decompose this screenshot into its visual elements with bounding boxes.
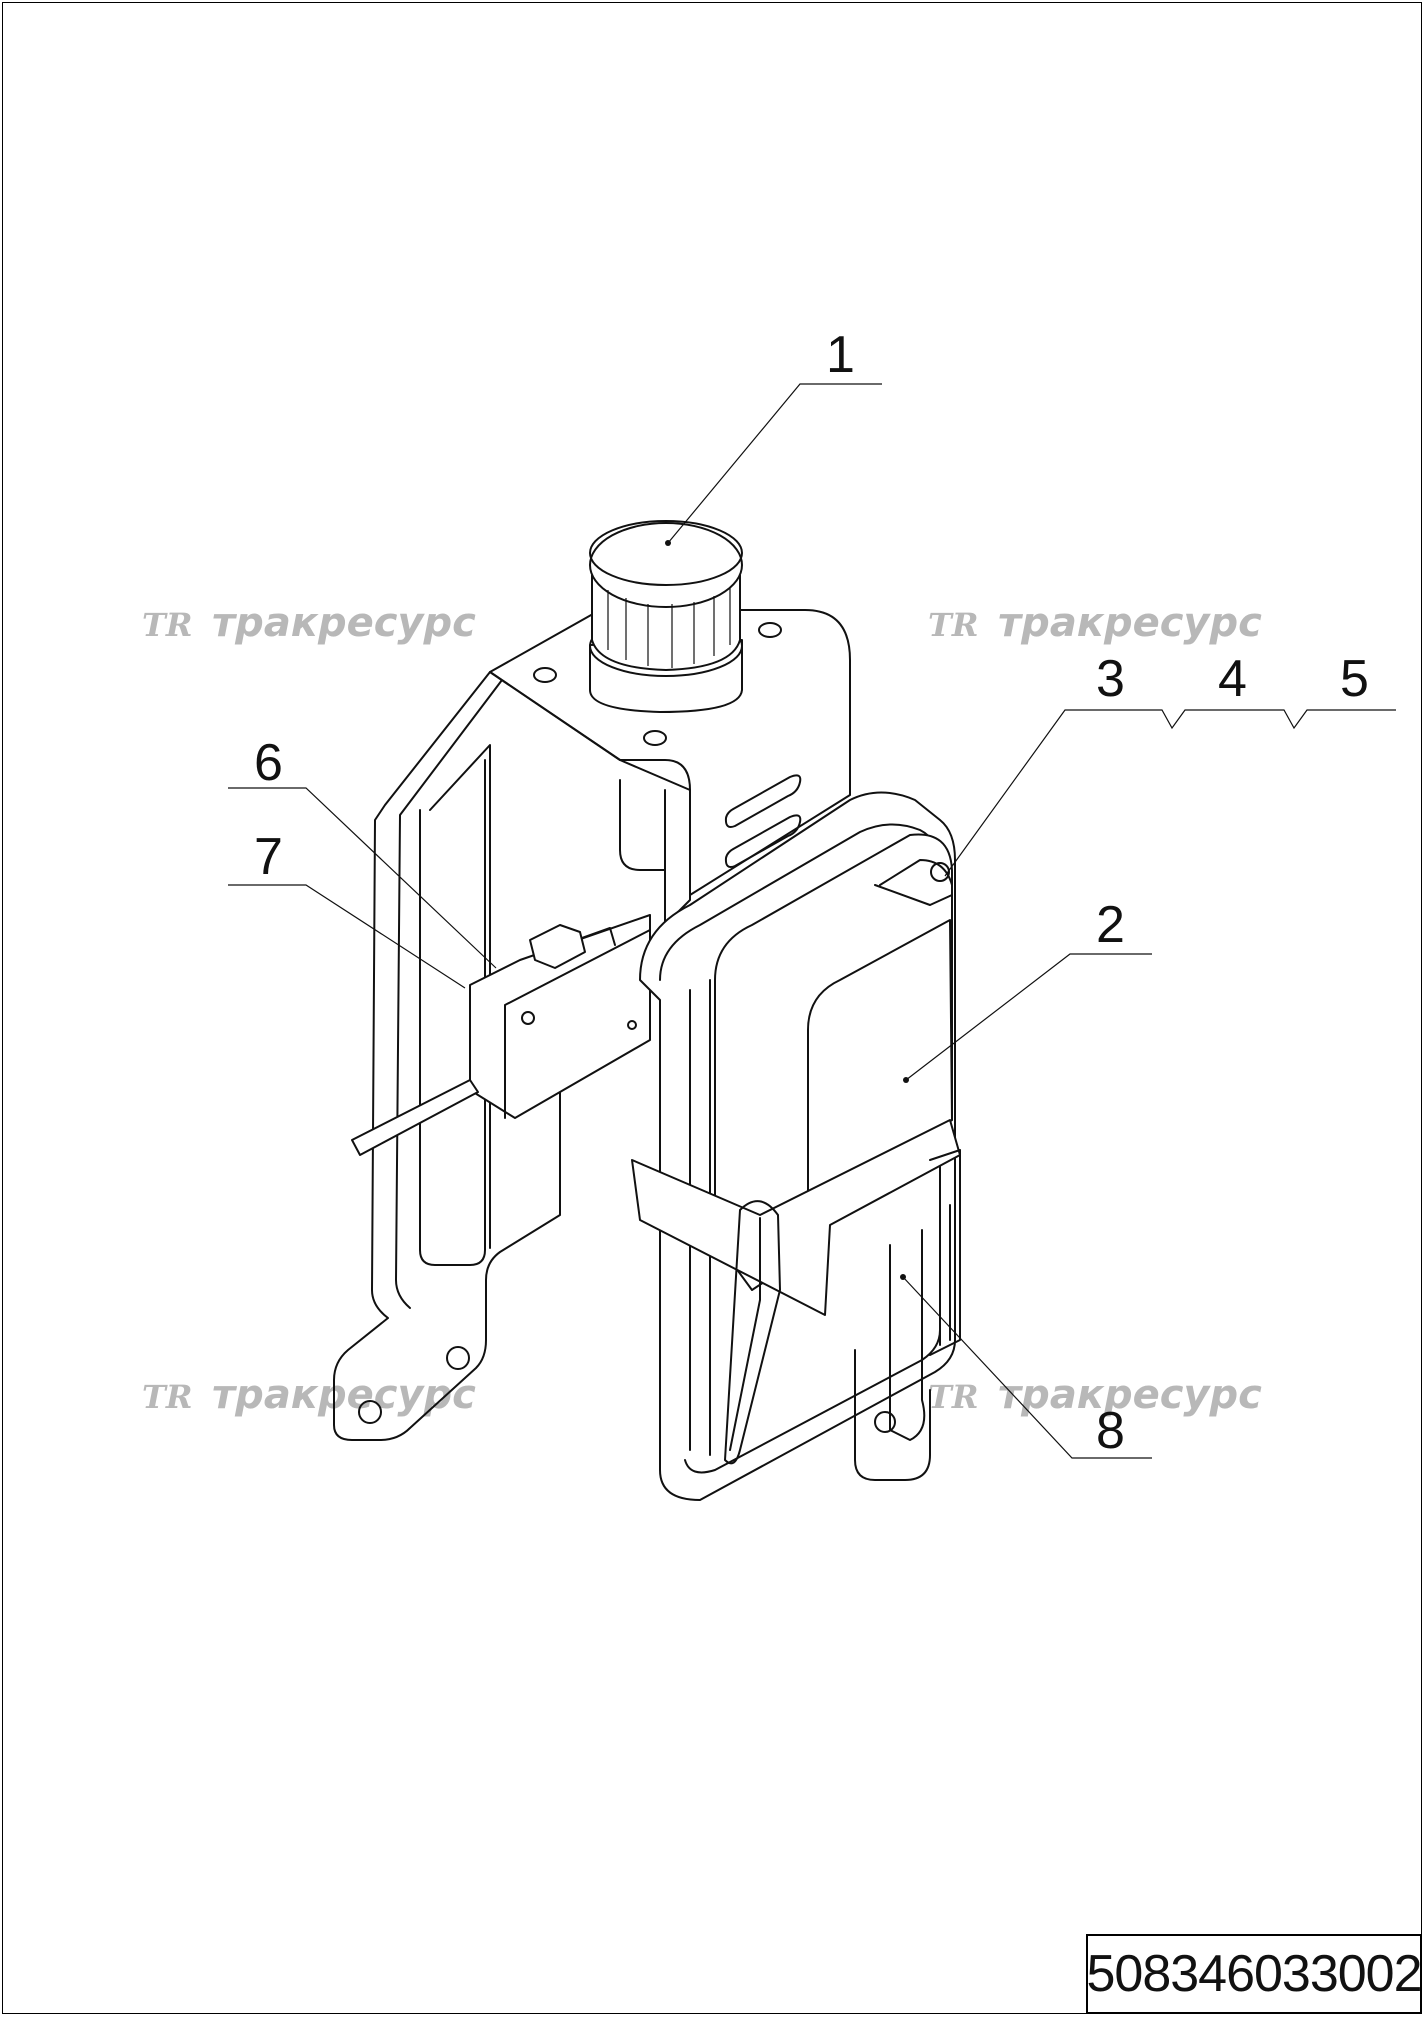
svg-text:тракресурс: тракресурс: [998, 1372, 1262, 1418]
part-number-box: 508346033002: [1086, 1934, 1423, 2014]
callout-1: 1: [826, 326, 855, 384]
callout-labels: 1 2 3 4 5 6 7 8: [254, 326, 1369, 1460]
svg-text:TR: TR: [142, 1378, 192, 1416]
svg-text:TR: TR: [928, 606, 978, 644]
leader-lines: [228, 383, 1396, 1459]
reservoir-tank: [639, 791, 956, 1501]
callout-7: 7: [254, 828, 283, 886]
watermark-bottom-left: TR тракресурс: [142, 1372, 476, 1418]
watermark-bottom-right: TR тракресурс: [928, 1372, 1262, 1418]
filler-cap: [589, 520, 743, 713]
mounting-strap: [631, 1119, 961, 1481]
svg-text:тракресурс: тракресурс: [998, 600, 1262, 646]
part-number: 508346033002: [1086, 1945, 1422, 2003]
svg-text:TR: TR: [142, 606, 192, 644]
callout-5: 5: [1340, 650, 1369, 708]
svg-text:TR: TR: [928, 1378, 978, 1416]
callout-6: 6: [254, 734, 283, 792]
callout-8: 8: [1096, 1402, 1125, 1460]
watermark-top-right: TR тракресурс: [928, 600, 1262, 646]
svg-text:тракресурс: тракресурс: [212, 1372, 476, 1418]
callout-3: 3: [1096, 650, 1125, 708]
watermark-top-left: TR тракресурс: [142, 600, 476, 646]
callout-2: 2: [1096, 896, 1125, 954]
callout-4: 4: [1218, 650, 1247, 708]
micro-switch: [351, 914, 651, 1156]
head-plate: [489, 609, 851, 926]
svg-text:тракресурс: тракресурс: [212, 600, 476, 646]
